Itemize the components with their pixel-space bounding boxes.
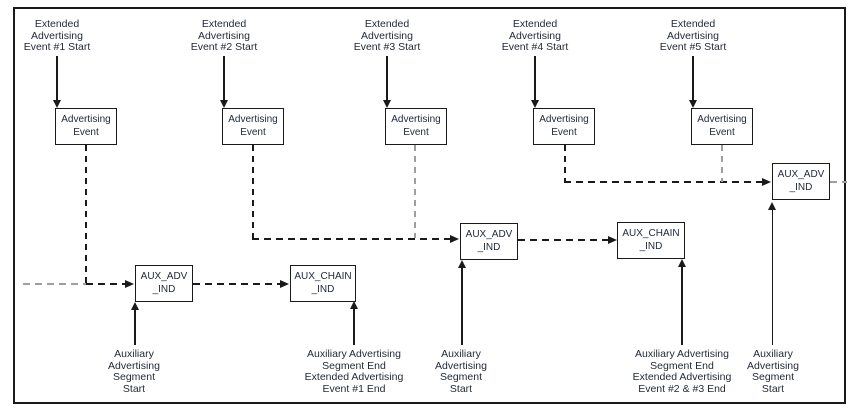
- aux-chain-ind1-dashed-line: [193, 283, 280, 285]
- aux-adv-ind-box-1: AUX_ADV _IND: [135, 265, 193, 302]
- event2-auxptr-dashed-line: [252, 145, 254, 239]
- event3-start-label: Extended Advertising Event #3 Start: [353, 18, 421, 53]
- aux-adv-ind2-arrowhead-icon: [450, 234, 459, 243]
- segment3-start-label: Auxiliary Advertising Segment Start: [747, 348, 799, 395]
- aux-chain-ind2-arrowhead-icon: [607, 235, 617, 244]
- aux-adv-ind1-arrowhead-icon: [125, 279, 134, 288]
- aux-adv-ind-box-3: AUX_ADV _IND: [772, 163, 830, 200]
- aux-adv-ind3-arrowhead-icon: [762, 177, 771, 186]
- segment2-end-arrow-line: [681, 266, 683, 345]
- event1-start-arrowhead-icon: [52, 100, 61, 108]
- segment1-start-label: Auxiliary Advertising Segment Start: [108, 348, 160, 395]
- advertising-event-box-5: Advertising Event: [691, 108, 753, 145]
- segment1-end-label: Auxiliary Advertising Segment End Extend…: [304, 348, 404, 395]
- event2-start-arrowhead-icon: [219, 100, 228, 108]
- segment3-start-arrowhead-icon: [768, 202, 776, 210]
- advertising-event-box-4: Advertising Event: [533, 108, 595, 145]
- advertising-event-box-3: Advertising Event: [385, 108, 447, 145]
- event5-start-arrow-line: [692, 56, 694, 101]
- aux-chain-ind2-dashed-line: [518, 239, 608, 241]
- segment2-start-arrow-line: [461, 267, 463, 345]
- event2-auxptr-dashed-elbow: [252, 238, 451, 240]
- event5-auxptr-dashed-line: [721, 145, 723, 182]
- right-continuation-dashed-line: [830, 181, 847, 183]
- aux-chain-ind1-arrowhead-icon: [280, 279, 289, 288]
- segment2-start-arrowhead-icon: [457, 260, 466, 268]
- event4-auxptr-dashed-elbow: [564, 181, 763, 183]
- event1-start-label: Extended Advertising Event #1 Start: [23, 18, 91, 53]
- figure-border: [13, 7, 846, 404]
- event3-start-arrow-line: [386, 56, 388, 101]
- event1-auxptr-dashed-line: [85, 145, 87, 283]
- event5-start-label: Extended Advertising Event #5 Start: [659, 18, 727, 53]
- segment1-end-arrow-line: [353, 308, 355, 345]
- aux-chain-ind-box-2: AUX_CHAIN _IND: [617, 222, 685, 259]
- event4-auxptr-dashed-line: [564, 145, 566, 182]
- segment1-end-arrowhead-icon: [349, 301, 358, 309]
- segment2-end-label: Auxiliary Advertising Segment End Extend…: [632, 348, 732, 395]
- event5-start-arrowhead-icon: [688, 100, 697, 108]
- segment2-end-arrowhead-icon: [677, 259, 686, 267]
- segment3-start-arrow-line: [771, 209, 774, 345]
- event4-start-label: Extended Advertising Event #4 Start: [501, 18, 569, 53]
- aux-adv-ind-box-2: AUX_ADV _IND: [460, 223, 518, 260]
- left-continuation-dashed-line: [23, 283, 86, 285]
- event4-start-arrow-line: [534, 56, 536, 101]
- event3-start-arrowhead-icon: [382, 100, 391, 108]
- event2-start-arrow-line: [223, 56, 225, 101]
- event3-auxptr-dashed-line: [414, 145, 416, 238]
- event4-start-arrowhead-icon: [530, 100, 539, 108]
- advertising-event-box-1: Advertising Event: [55, 108, 117, 145]
- segment1-start-arrow-line: [134, 309, 136, 345]
- aux-chain-ind-box-1: AUX_CHAIN _IND: [290, 265, 356, 302]
- segment1-start-arrowhead-icon: [130, 302, 139, 310]
- event2-start-label: Extended Advertising Event #2 Start: [190, 18, 258, 53]
- aux-adv-ind1-dashed-line: [86, 283, 125, 285]
- segment2-start-label: Auxiliary Advertising Segment Start: [435, 348, 487, 395]
- event1-start-arrow-line: [56, 56, 58, 101]
- advertising-event-box-2: Advertising Event: [222, 108, 284, 145]
